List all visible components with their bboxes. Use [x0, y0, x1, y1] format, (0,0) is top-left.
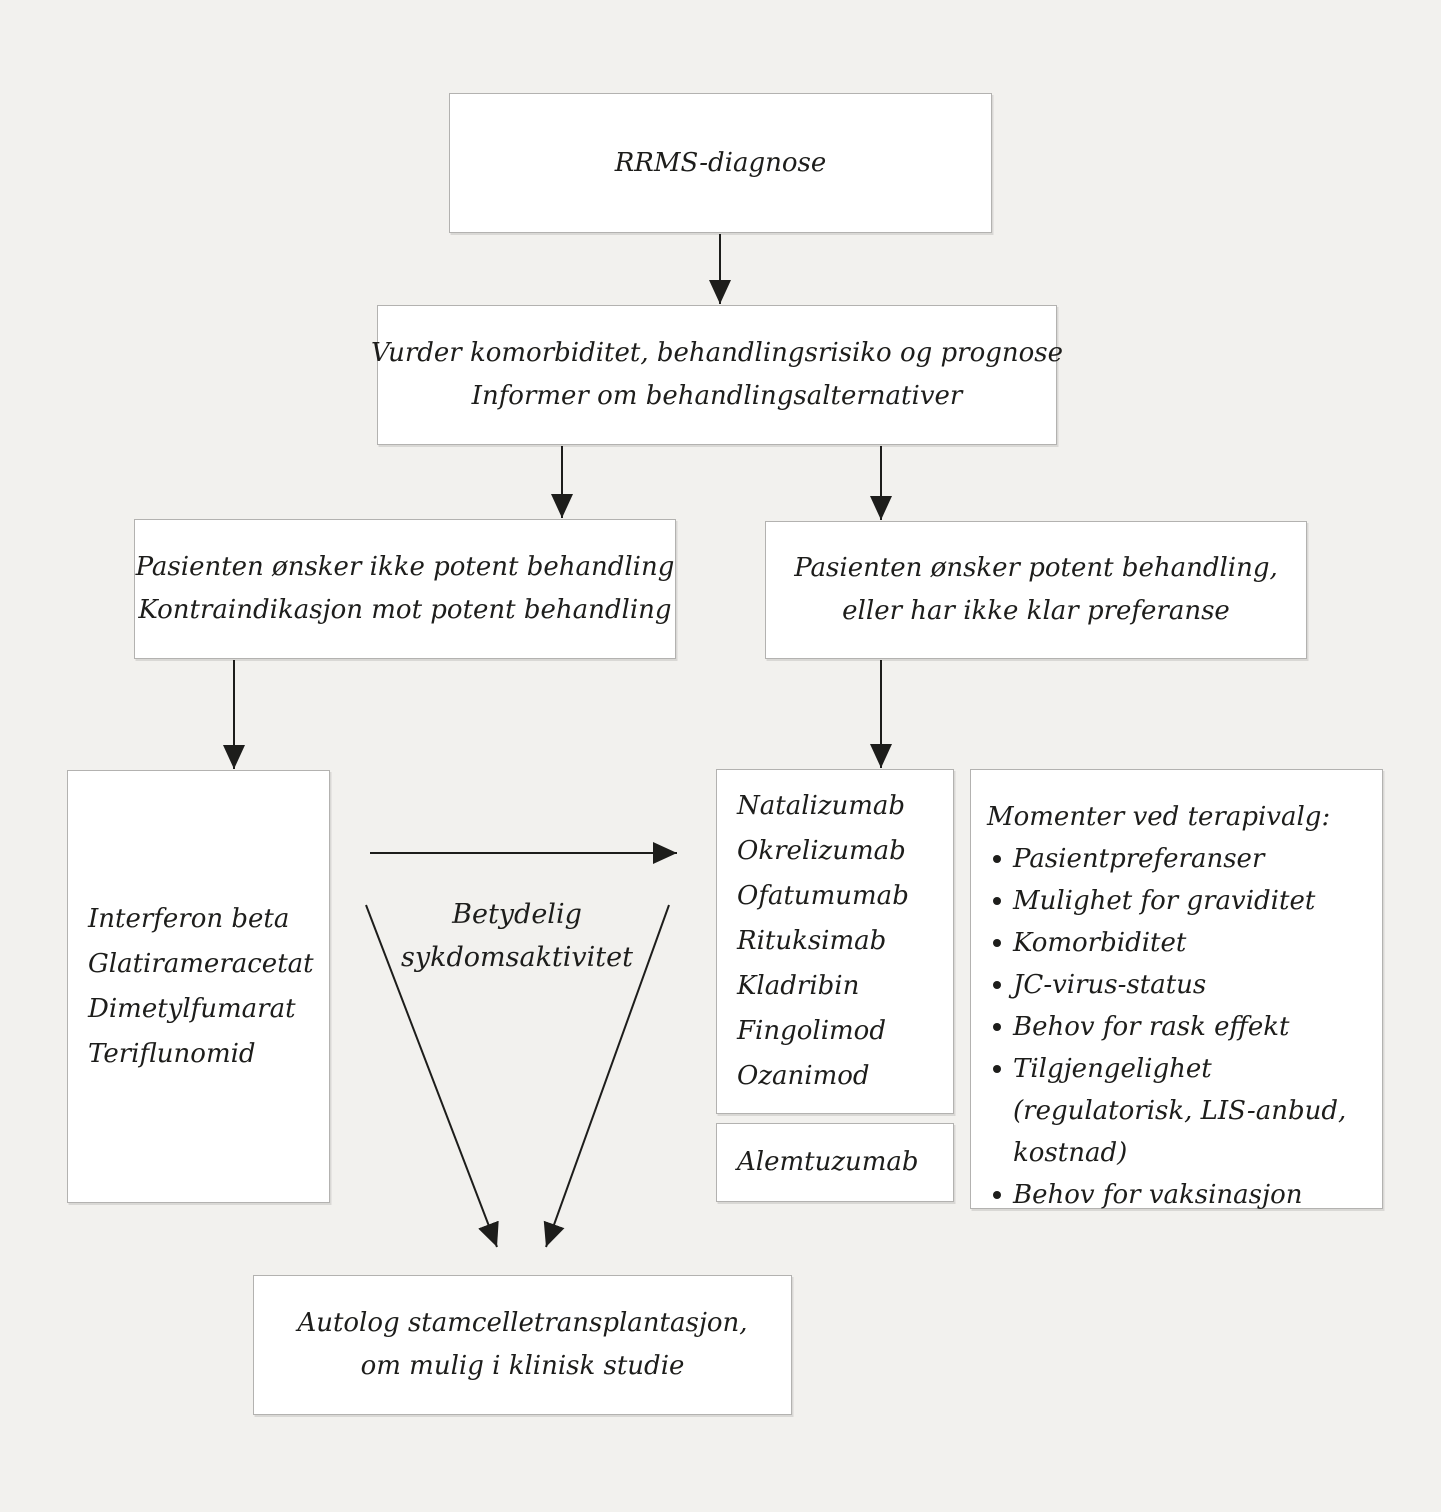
box-text-line: Pasienten ønsker ikke potent behandling	[135, 552, 675, 582]
disease-activity-label: Betydelig sykdomsaktivitet	[367, 893, 667, 979]
bullet-dot-icon	[993, 939, 1001, 947]
drug-name: Interferon beta	[88, 903, 290, 934]
considerations-item: Behov for vaksinasjon	[987, 1174, 1374, 1216]
potent-preference-box: Pasienten ønsker potent behandling, eller…	[765, 521, 1307, 659]
arrow-right-to-stem-cell	[543, 904, 670, 1248]
considerations-list: Pasientpreferanser Mulighet for gravidit…	[987, 838, 1374, 1216]
box-text-line: Informer om behandlingsalternativer	[471, 381, 963, 411]
bullet-dot-icon	[993, 855, 1001, 863]
considerations-item: Komorbiditet	[987, 922, 1374, 964]
box-text-line: eller har ikke klar preferanse	[842, 596, 1230, 626]
considerations-title: Momenter ved terapivalg:	[987, 802, 1331, 832]
considerations-item: Behov for rask effekt	[987, 1006, 1374, 1048]
box-text-line: Autolog stamcelletransplantasjon,	[297, 1308, 748, 1338]
drug-name: Okrelizumab	[737, 836, 906, 866]
bullet-dot-icon	[993, 1191, 1001, 1199]
bullet-dot-icon	[993, 1023, 1001, 1031]
stem-cell-box: Autolog stamcelletransplantasjon, om muli…	[253, 1275, 792, 1415]
considerations-item: JC-virus-status	[987, 964, 1374, 1006]
box-text-line: Kontraindikasjon mot potent behandling	[138, 595, 672, 625]
arrow-left-to-stem-cell	[365, 904, 499, 1248]
considerations-item-text: Behov for vaksinasjon	[1013, 1180, 1303, 1210]
considerations-item: Tilgjengelighet (regulatorisk, LIS-anbud…	[987, 1048, 1374, 1174]
label-text-line: sykdomsaktivitet	[401, 942, 633, 973]
drug-name: Fingolimod	[737, 1016, 886, 1046]
box-text-line: Pasienten ønsker potent behandling,	[794, 553, 1278, 583]
bullet-dot-icon	[993, 897, 1001, 905]
considerations-item-text: Tilgjengelighet (regulatorisk, LIS-anbud…	[1013, 1054, 1347, 1168]
assessment-box: Vurder komorbiditet, behandlingsrisiko o…	[371, 305, 1063, 445]
drug-name: Ozanimod	[737, 1061, 870, 1091]
box-text-line: om mulig i klinisk studie	[360, 1351, 685, 1381]
considerations-item-text: Pasientpreferanser	[1013, 844, 1265, 874]
box-text-line: RRMS-diagnose	[614, 147, 827, 178]
drug-name: Teriflunomid	[88, 1038, 256, 1069]
drug-name: Natalizumab	[737, 791, 906, 821]
considerations-item-text: JC-virus-status	[1013, 970, 1207, 1000]
considerations-item-text: Behov for rask effekt	[1013, 1012, 1290, 1042]
drug-name: Ofatumumab	[737, 881, 909, 911]
label-text-line: Betydelig	[452, 899, 582, 930]
drug-name: Kladribin	[737, 971, 860, 1001]
alemtuzumab-box: Alemtuzumab	[716, 1123, 954, 1202]
drug-name: Rituksimab	[737, 926, 887, 956]
considerations-box: Momenter ved terapivalg: Pasientpreferan…	[970, 769, 1383, 1210]
bullet-dot-icon	[993, 1065, 1001, 1073]
considerations-item: Pasientpreferanser	[987, 838, 1374, 880]
box-text-line: Vurder komorbiditet, behandlingsrisiko o…	[370, 338, 1064, 368]
considerations-item-text: Komorbiditet	[1013, 928, 1187, 958]
drug-name: Dimetylfumarat	[88, 993, 296, 1024]
drug-name: Alemtuzumab	[737, 1147, 919, 1177]
considerations-item-text: Mulighet for graviditet	[1013, 886, 1316, 916]
considerations-item: Mulighet for graviditet	[987, 880, 1374, 922]
drug-name: Glatirameracetat	[88, 948, 314, 979]
diagnosis-box: RRMS-diagnose	[449, 93, 992, 233]
bullet-dot-icon	[993, 981, 1001, 989]
